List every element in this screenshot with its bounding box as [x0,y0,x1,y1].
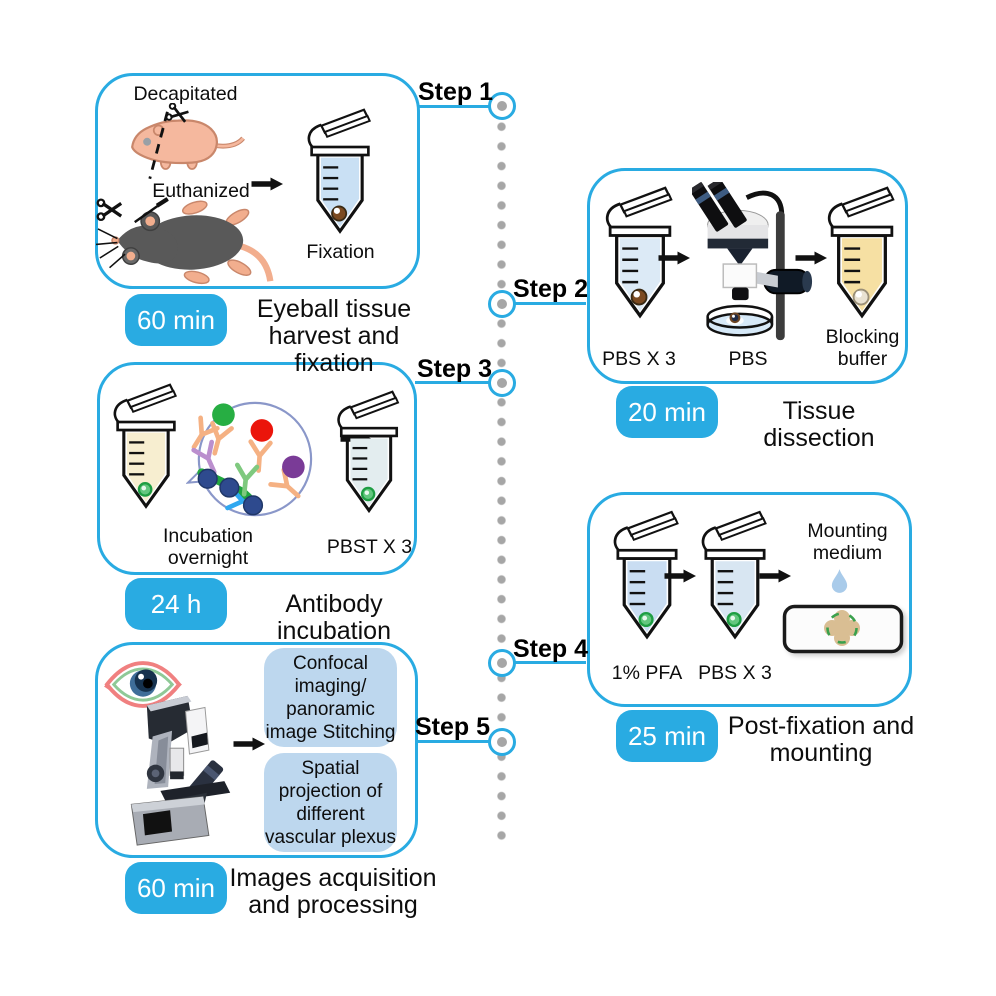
blocking-buffer-label: Blocking buffer [825,326,900,370]
timeline-node-icon [488,649,516,677]
microcentrifuge-tube-icon [307,108,372,233]
step3-label: Step 3 [416,355,492,383]
adult-mouse-icon [96,197,274,285]
step2-connector-line [514,302,586,305]
pbstx3-label: PBST X 3 [326,536,413,558]
step1-duration-badge: 60 min [125,294,227,346]
step4-label: Step 4 [513,635,589,663]
timeline-node-icon [488,92,516,120]
euthanized-label: Euthanized [152,180,250,202]
step4-connector-line [514,661,586,664]
step1-label: Step 1 [417,78,493,106]
timeline-node-icon [488,728,516,756]
step5-caption: Images acquisition and processing [229,864,437,919]
confocal-microscope-icon [130,695,231,846]
step2-duration-badge: 20 min [616,386,718,438]
step4-caption: Post-fixation and mounting [727,712,915,767]
stereo-microscope-icon [692,182,813,341]
step5-connector-line [416,740,490,743]
step4-duration-badge: 25 min [616,710,718,762]
arrow-right-icon [658,251,690,265]
arrow-right-icon [251,177,283,191]
step5-label: Step 5 [414,713,490,741]
pbs-dish-label: PBS [728,348,768,370]
step3-caption: Antibody incubation [277,590,391,645]
step2-caption: Tissue dissection [763,397,875,452]
mounting-medium-label: Mounting medium [807,520,888,564]
arrow-right-icon [759,569,791,583]
neonatal-mouse-icon [131,103,245,180]
fixation-label: Fixation [306,241,375,263]
step5-duration-badge: 60 min [125,862,227,914]
step3-connector-line [415,381,490,384]
pbsx3-label: PBS X 3 [698,662,772,684]
arrow-right-icon [664,569,696,583]
spatial-projection-panel: Spatial projection of different vascular… [264,753,397,852]
microcentrifuge-tube-icon [827,186,895,318]
pfa-label: 1% PFA [611,662,683,684]
droplet-icon [831,569,848,593]
step1-caption: Eyeball tissue harvest and fixation [256,295,412,377]
arrow-right-icon [233,737,265,751]
slide-with-retina-icon [782,604,904,654]
antibody-magnifier-icon [186,401,313,517]
timeline-node-icon [488,290,516,318]
timeline-node-icon [488,369,516,397]
microcentrifuge-tube-icon [337,390,400,512]
incubation-overnight-label: Incubation overnight [163,525,253,569]
confocal-imaging-panel: Confocal imaging/ panoramic image Stitch… [264,648,397,747]
step3-duration-badge: 24 h [125,578,227,630]
eye-icon [104,661,182,708]
microcentrifuge-tube-icon [113,383,178,508]
pbsx3-label: PBS X 3 [602,348,676,370]
decapitated-label: Decapitated [133,83,238,105]
step1-connector-line [418,105,490,108]
step2-label: Step 2 [513,275,589,303]
